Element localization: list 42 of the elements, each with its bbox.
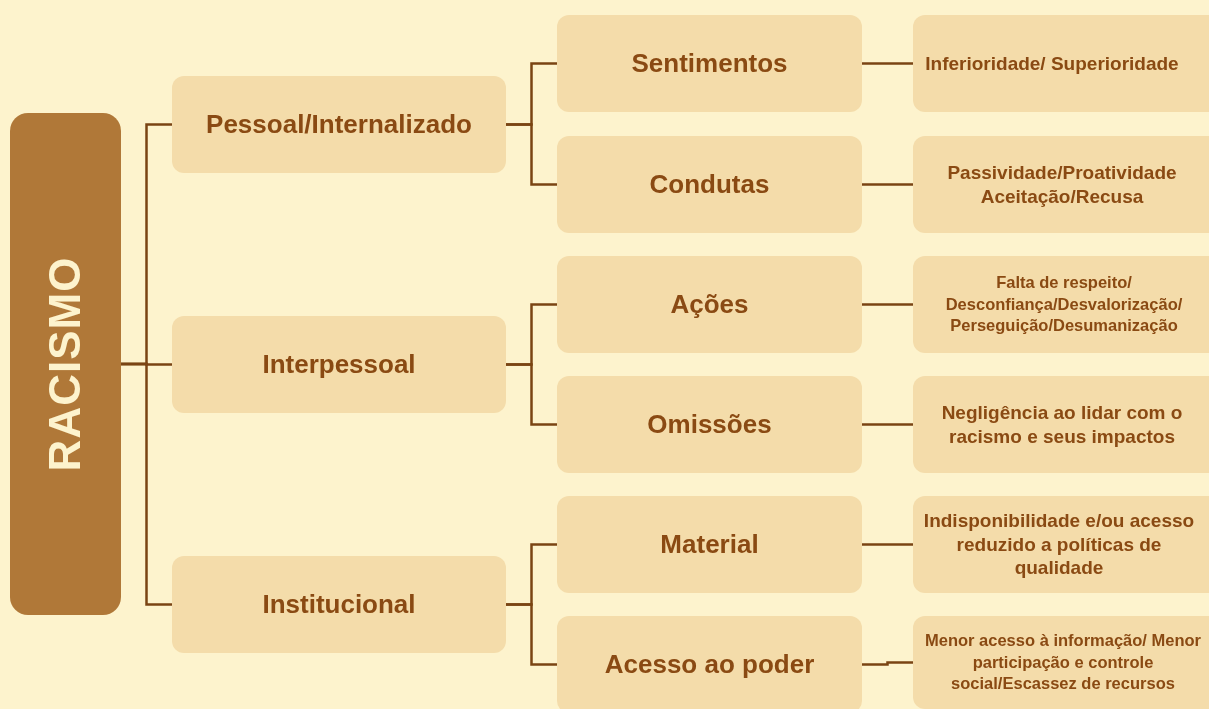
- category-box: [557, 136, 862, 233]
- node-label: Material: [660, 529, 759, 560]
- node-label: Indisponibilidade e/ou acesso reduzido a políticas de qualidade: [922, 508, 1196, 581]
- connector-line: [862, 543, 913, 546]
- connector-line: [506, 123, 557, 186]
- category-box: [913, 136, 1209, 233]
- connector-line: [506, 603, 557, 666]
- node-label: Falta de respeito/ Desconfiança/Desvalorização/ Perseguição/Desumanização: [944, 272, 1184, 337]
- category-box: [557, 496, 862, 593]
- category-box: [172, 316, 506, 413]
- category-box: [557, 256, 862, 353]
- category-box: [557, 616, 862, 709]
- connector-line: [506, 363, 557, 426]
- category-box: [913, 496, 1209, 593]
- category-box: [557, 15, 862, 112]
- node-label: Ações: [670, 289, 749, 320]
- category-box: [913, 256, 1209, 353]
- node-label: Interpessoal: [262, 349, 416, 380]
- node-label: RACISMO: [40, 256, 91, 472]
- connector-line: [862, 303, 913, 306]
- node-label: Acesso ao poder: [604, 649, 815, 680]
- category-box: [913, 616, 1209, 709]
- node-label: Omissões: [647, 409, 772, 440]
- category-box: [913, 376, 1209, 473]
- node-label: Condutas: [649, 169, 770, 200]
- connector-line: [862, 62, 913, 65]
- root-box: [10, 113, 121, 615]
- node-label: Passividade/Proatividade Aceitação/Recusa: [946, 160, 1178, 209]
- category-box: [557, 376, 862, 473]
- connector-line: [862, 661, 913, 666]
- category-box: [913, 15, 1209, 112]
- category-box: [172, 76, 506, 173]
- connector-line: [862, 423, 913, 426]
- connector-line: [121, 362, 172, 606]
- node-label: Sentimentos: [631, 48, 788, 79]
- connector-line: [862, 183, 913, 186]
- node-label: Inferioridade/ Superioridade: [925, 51, 1179, 76]
- node-label: Negligência ao lidar com o racismo e seus impactos: [940, 400, 1184, 449]
- category-box: [172, 556, 506, 653]
- node-label: Pessoal/Internalizado: [206, 109, 472, 140]
- node-label: Institucional: [262, 589, 416, 620]
- node-label: Menor acesso à informação/ Menor participação e controle social/Escassez de recursos: [924, 630, 1202, 695]
